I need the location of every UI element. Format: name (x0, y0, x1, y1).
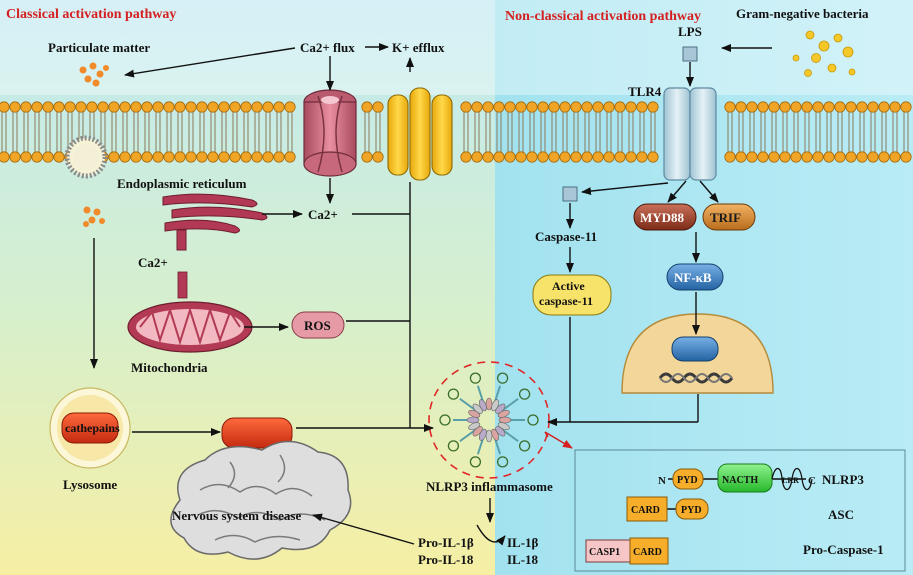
legend-card-label-1: CARD (631, 505, 660, 516)
internalized-particles (83, 206, 105, 227)
legend-c: C (808, 475, 816, 487)
legend-nlrp3: NLRP3 (822, 472, 864, 487)
zoom-arrow-tail (544, 431, 549, 438)
label-pro-il1b: Pro-IL-1β (418, 535, 474, 550)
label-il18: IL-18 (507, 552, 539, 567)
tlr4-receptor (663, 87, 717, 181)
header-classical: Classical activation pathway (6, 7, 176, 22)
label-active: Active (552, 279, 585, 293)
potassium-channel (387, 87, 453, 181)
label-lysosome: Lysosome (63, 477, 117, 492)
legend-card-label-2: CARD (633, 547, 662, 558)
zoom-arrow (544, 431, 573, 449)
trif-blob (702, 203, 756, 231)
label-caspase11: Caspase-11 (535, 229, 597, 244)
ros-blob (291, 311, 345, 339)
label-ros: ROS (304, 318, 331, 333)
legend-pyd-label-2: PYD (681, 505, 702, 516)
bacteria-cluster (792, 30, 856, 77)
endocytic-vesicle (64, 135, 108, 179)
lps-square (682, 46, 698, 62)
calcium-channel (303, 89, 357, 177)
mitochondria (127, 271, 253, 353)
brain (170, 440, 352, 560)
legend-pyd-1 (672, 468, 704, 490)
header-non-classical: Non-classical activation pathway (505, 9, 701, 24)
label-mitochondria: Mitochondria (131, 360, 208, 375)
legend-lrr-label: LRR (782, 476, 799, 485)
label-trif: TRIF (710, 210, 741, 225)
domain-legend: N PYD NACTH LRR C NLRP3 CARD PYD ASC CAS… (574, 449, 906, 572)
label-cathepains: cathepains (65, 421, 120, 435)
endoplasmic-reticulum (162, 193, 268, 251)
legend-casp1-label: CASP1 (589, 547, 620, 558)
label-nervous-disease: Nervous system disease (172, 508, 301, 523)
legend-asc: ASC (828, 507, 854, 522)
legend-lrr-coil (771, 467, 813, 491)
cell-membrane (0, 101, 912, 163)
legend-nacth-label: NACTH (722, 475, 758, 486)
label-caspase11-active: caspase-11 (539, 294, 593, 308)
label-il1b: IL-1β (507, 535, 539, 550)
lysosome (49, 387, 131, 469)
label-ca-cytosol: Ca2+ (308, 207, 338, 222)
active-caspase11-blob (532, 274, 612, 316)
label-nfkb: NF-κB (674, 270, 712, 285)
lps-intracellular (562, 186, 578, 202)
label-tlr4: TLR4 (628, 84, 662, 99)
label-gram-negative: Gram-negative bacteria (736, 6, 869, 21)
nucleus (621, 313, 774, 394)
legend-card-pc1 (629, 537, 669, 565)
myd88-blob (633, 203, 697, 231)
label-ca-flux: Ca2+ flux (300, 40, 355, 55)
legend-pyd-asc (675, 498, 709, 520)
label-er: Endoplasmic reticulum (117, 176, 247, 191)
label-lps: LPS (678, 24, 702, 39)
nfkb-blob (666, 263, 724, 291)
label-particulate-matter: Particulate matter (48, 40, 150, 55)
label-k-efflux: K+ efflux (392, 40, 445, 55)
pathway-arrows (90, 43, 772, 546)
label-nlrp3-inflammasome: NLRP3 inflammasome (426, 479, 553, 494)
legend-n: N (658, 475, 666, 487)
label-myd88: MYD88 (640, 210, 685, 225)
label-ca-er: Ca2+ (138, 255, 168, 270)
label-pro-il18: Pro-IL-18 (418, 552, 474, 567)
particulate-matter-cluster (79, 62, 109, 87)
released-cathepsin (221, 417, 293, 449)
legend-pyd-label-1: PYD (677, 475, 698, 486)
legend-card-asc (626, 496, 668, 522)
legend-pro-caspase1: Pro-Caspase-1 (803, 542, 884, 557)
